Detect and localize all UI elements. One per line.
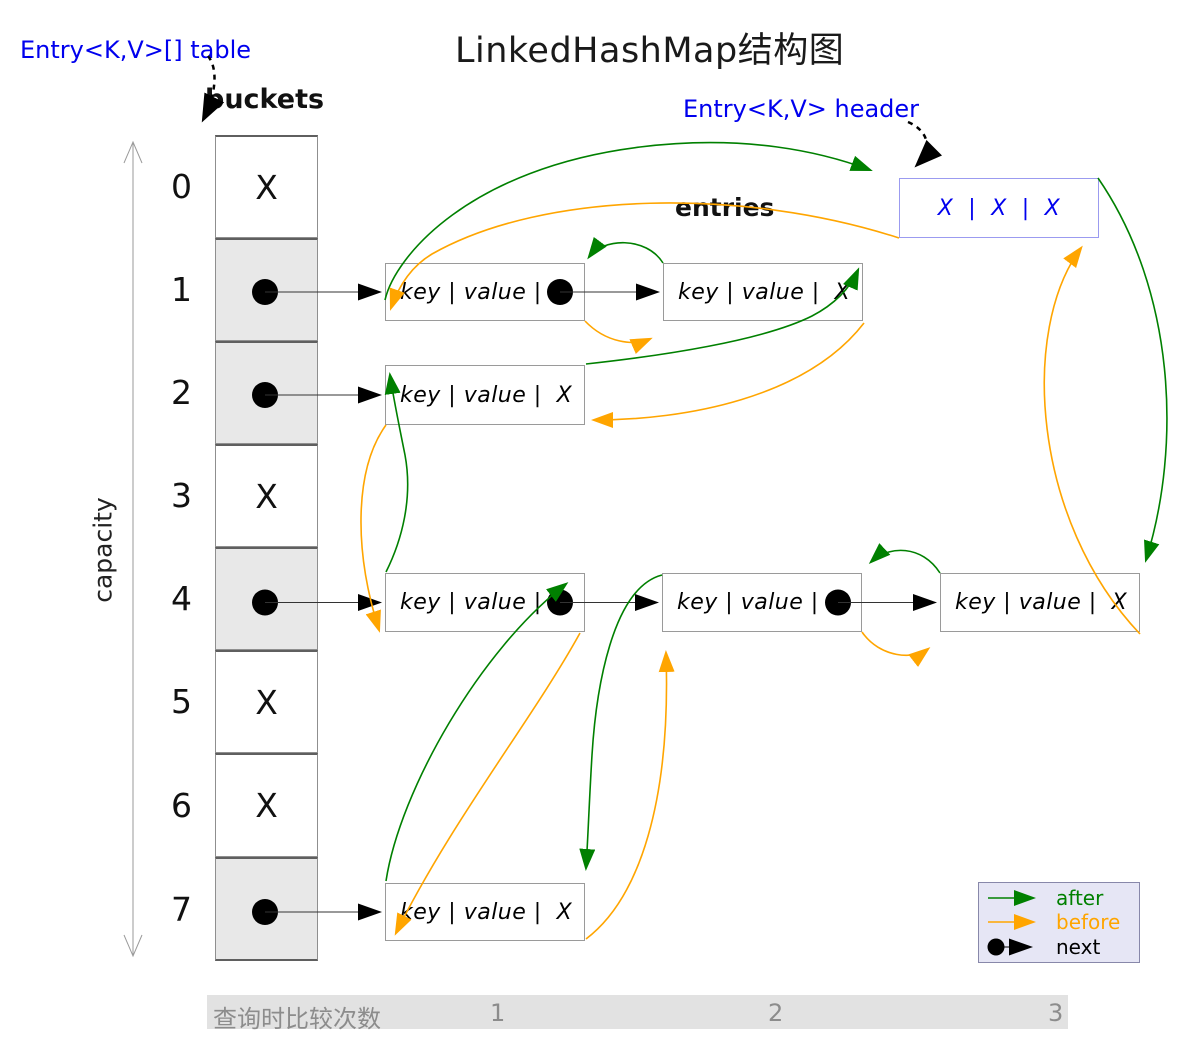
bucket-empty-mark: X [255,167,278,207]
entries-label: entries [675,193,775,222]
entry-node-bucket2-entry1: key | value | X [385,365,585,425]
bucket-empty-mark: X [255,476,278,516]
footer-count-3: 3 [1048,999,1064,1027]
bucket-empty-mark: X [255,682,278,722]
after-arrows [384,141,1168,882]
bucket-empty-mark: X [255,786,278,825]
bucket-cell-0: X [215,135,318,238]
entry-label: key | value | X [400,382,573,408]
entry-node-bucket1-entry1: key | value | [385,263,585,321]
legend-before-label: before [1056,910,1121,934]
entry-node-bucket4-entry2: key | value | [662,573,862,632]
bucket-cell-4 [215,547,318,650]
entry-node-bucket1-entry2: key | value | X [663,263,863,321]
bucket-cell-5: X [215,650,318,753]
bucket-index-6: 6 [171,785,192,825]
entry-label: key | value | [400,279,542,305]
footer-count-1: 1 [490,999,506,1027]
page-title: LinkedHashMap结构图 [455,31,845,71]
bucket-index-3: 3 [171,476,192,515]
entry-node-bucket7-entry1: key | value | X [385,883,585,941]
header-node: X | X | X [899,178,1099,238]
entry-node-bucket4-entry3: key | value | X [940,573,1140,632]
entry-node-bucket4-entry1: key | value | [385,573,585,632]
entry-label: key | value | X [400,899,573,925]
after-arrow-header-to-b4e3 [1097,177,1168,563]
legend-next-label: next [1056,935,1101,959]
after-arrow-b1e2-to-b1e1 [587,236,664,264]
after-arrow-b4e2-to-b7e1 [579,574,663,871]
buckets-label: buckets [205,84,325,115]
header-pointer-label: Entry<K,V> header [683,95,920,123]
entry-label: key | value | X [678,279,851,305]
footer-bar [207,995,1068,1029]
entry-label: key | value | X [955,590,1128,615]
bucket-cell-1 [215,238,318,341]
before-arrow-b1e1-to-b1e2 [584,320,653,354]
bucket-index-0: 0 [171,167,192,206]
footer-count-2: 2 [768,999,784,1027]
capacity-label: capacity [88,497,118,603]
bucket-cell-6: X [215,753,318,857]
entry-label: key | value | [677,590,819,615]
header-node-label: X | X | X [937,195,1061,221]
bucket-index-2: 2 [171,373,192,412]
before-arrow-b1e2-to-b2e1 [591,322,865,428]
bucket-cell-2 [215,341,318,444]
dashed-arrow-header-pointer [907,120,943,168]
before-arrow-b4e2-to-b4e3 [861,631,931,668]
bucket-index-1: 1 [171,270,192,309]
bucket-cell-7 [215,857,318,961]
bucket-index-7: 7 [171,889,192,929]
before-arrow-b2e1-to-b4e1 [360,424,387,633]
bucket-index-5: 5 [171,682,192,721]
before-arrow-b7e1-to-b4e2 [585,650,675,940]
bucket-cell-3: X [215,444,318,547]
after-arrow-b4e3-to-b4e2 [868,543,941,574]
footer-label: 查询时比较次数 [213,1005,381,1033]
legend-after-label: after [1056,886,1104,910]
entry-label: key | value | [400,590,542,615]
table-pointer-label: Entry<K,V>[] table [20,36,251,64]
bucket-index-4: 4 [171,579,192,618]
